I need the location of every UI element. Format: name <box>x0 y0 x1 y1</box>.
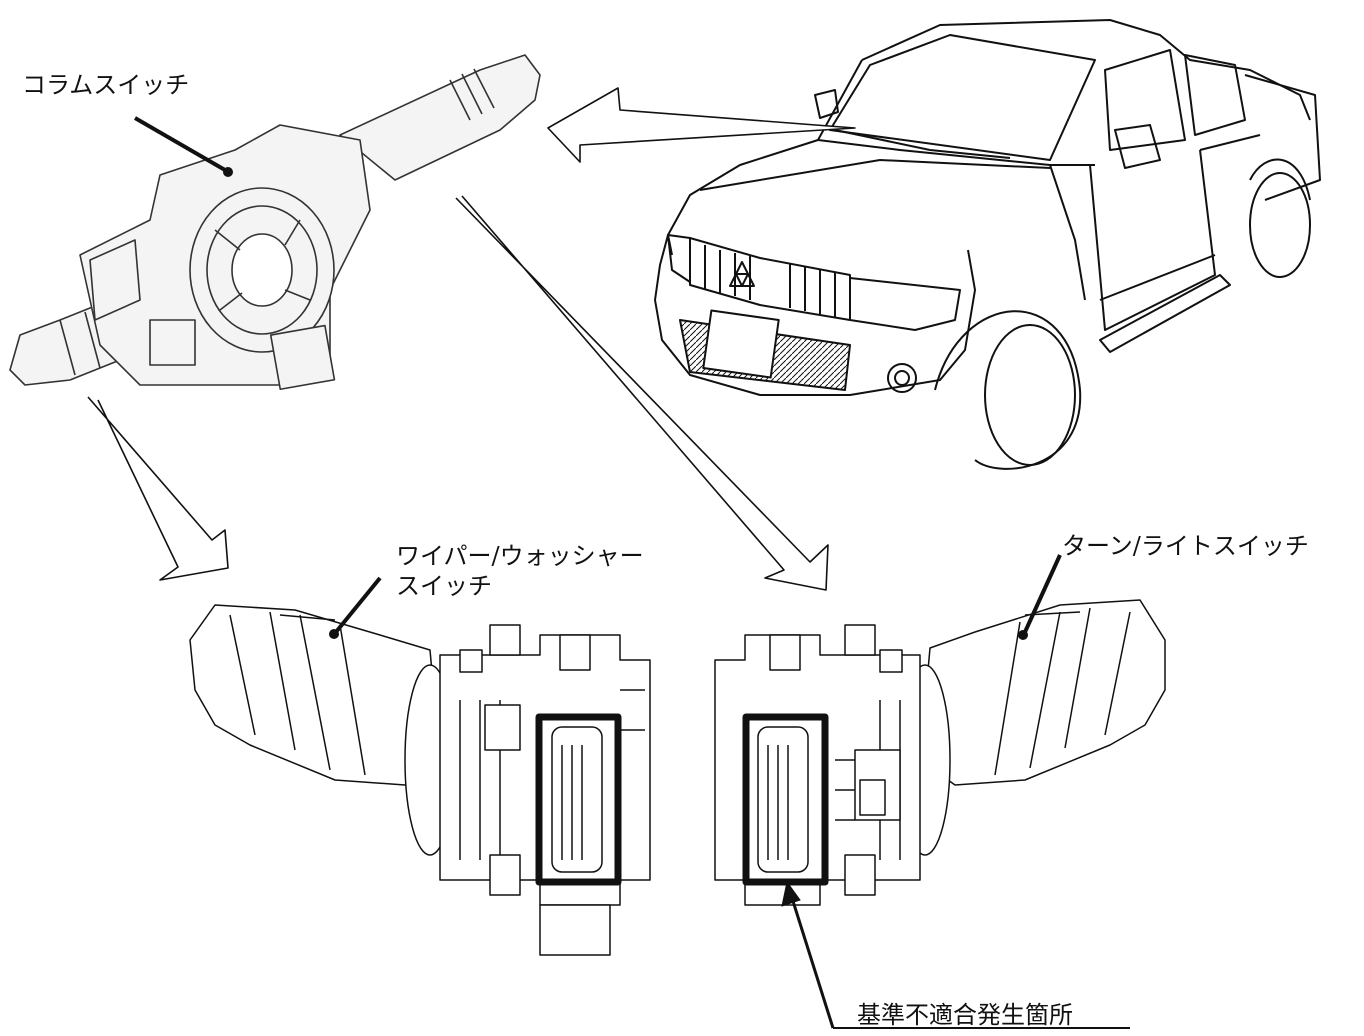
turn-light-connector-highlight <box>742 713 829 886</box>
leader-line-wiper-switch <box>334 576 382 634</box>
column-switch-assembly <box>9 54 541 391</box>
wiper-connector-highlight <box>535 713 622 886</box>
wiper-label-line-1: ワイパー/ウォッシャー <box>396 542 644 570</box>
arrow-to-wiper-switch <box>87 396 229 581</box>
wiper-washer-switch-label: ワイパー/ウォッシャー スイッチ <box>396 541 644 601</box>
leader-line-column-switch <box>133 116 227 172</box>
defect-location-pointer <box>781 880 1130 1029</box>
column-switch-label: コラムスイッチ <box>22 71 190 99</box>
turn-light-switch-label: ターン/ライトスイッチ <box>1062 532 1309 560</box>
wiper-label-line-2: スイッチ <box>396 572 492 600</box>
arrow-to-turn-light-switch <box>455 195 829 591</box>
arrow-truck-to-column-switch <box>547 87 856 163</box>
pickup-truck-illustration <box>654 19 1321 470</box>
wiper-washer-switch-drawing <box>189 604 651 956</box>
leader-dot-column-switch <box>223 167 233 177</box>
defect-location-label: 基準不適合発生箇所 <box>857 1001 1073 1029</box>
leader-dot-wiper-switch <box>329 629 339 639</box>
leader-line-turn-light-switch <box>1023 554 1062 633</box>
leader-dot-turn-light-switch <box>1018 630 1028 640</box>
turn-light-switch-drawing <box>714 599 1166 906</box>
